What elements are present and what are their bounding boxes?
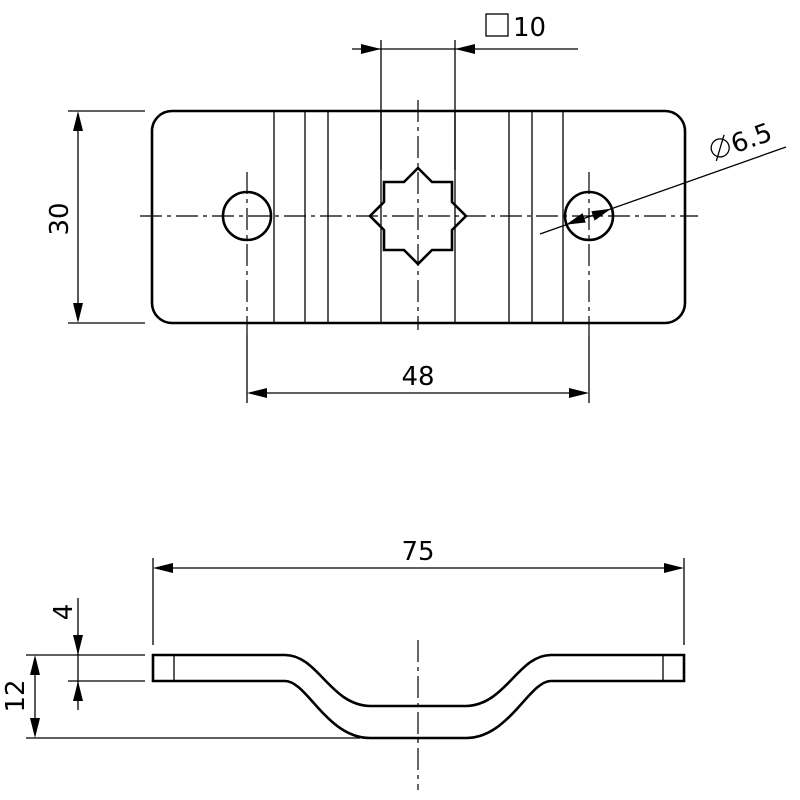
dim-label-30: 30 <box>45 202 75 235</box>
top-view: 30 48 10 <box>45 13 787 403</box>
dim-diameter-6-5: 6.5 <box>539 118 787 235</box>
square-symbol-icon <box>485 13 509 37</box>
dim-square-10: 10 <box>352 13 578 170</box>
right-hole <box>563 190 615 242</box>
dim-label-4: 4 <box>49 604 79 621</box>
dim-label-12: 12 <box>1 679 31 712</box>
dim-width-30: 30 <box>45 110 145 324</box>
dim-label-75: 75 <box>401 537 434 567</box>
star-drive-opening <box>368 166 468 266</box>
left-hole <box>221 190 273 242</box>
dim-label-48: 48 <box>401 362 434 392</box>
dim-label-10: 10 <box>513 13 546 43</box>
bent-plate-profile <box>151 653 686 740</box>
dim-hole-spacing-48: 48 <box>246 335 590 403</box>
dim-height-12: 12 <box>1 654 360 739</box>
side-view: 75 4 12 <box>1 537 686 790</box>
dim-thickness-4: 4 <box>49 598 145 710</box>
dim-length-75: 75 <box>152 537 685 645</box>
